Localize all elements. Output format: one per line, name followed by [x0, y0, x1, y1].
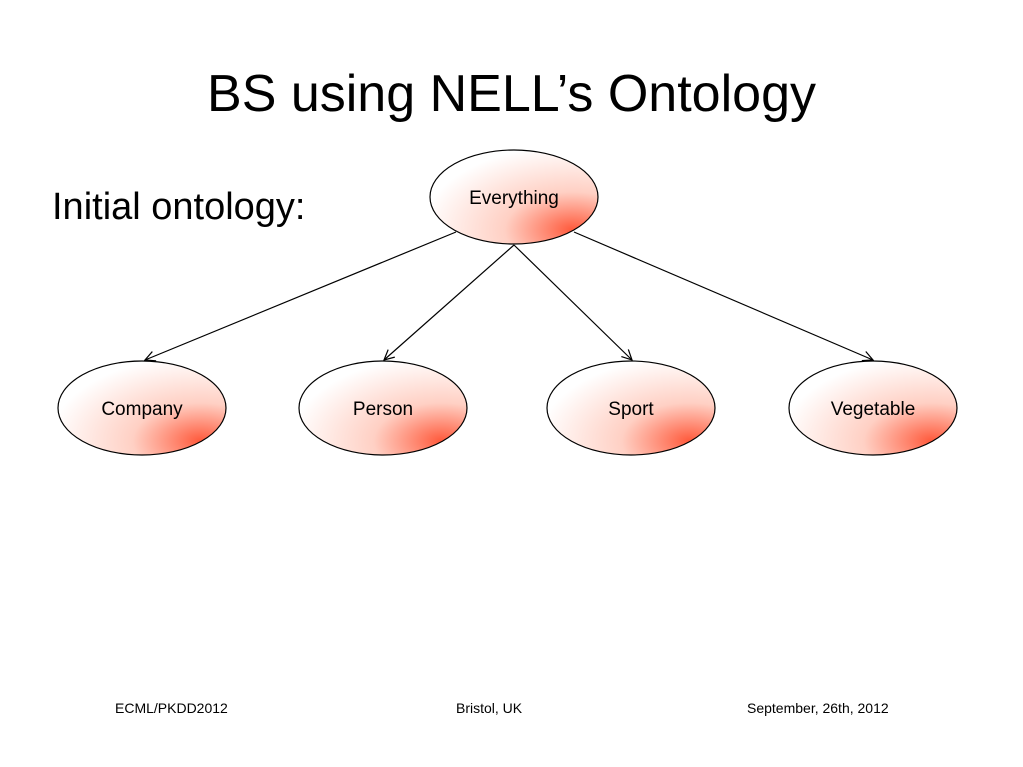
node-vegetable-label: Vegetable: [831, 399, 916, 420]
node-sport: Sport: [546, 360, 716, 456]
node-person: Person: [298, 360, 468, 456]
footer-conference: ECML/PKDD2012: [115, 700, 228, 716]
node-everything-label: Everything: [469, 188, 559, 209]
edge-everything-sport: [513, 244, 632, 360]
slide-title: BS using NELL’s Ontology: [207, 65, 816, 123]
footer-location: Bristol, UK: [456, 700, 523, 716]
node-company: Company: [57, 360, 227, 456]
node-person-label: Person: [353, 399, 413, 420]
node-everything: Everything: [429, 149, 599, 245]
node-sport-label: Sport: [608, 399, 654, 420]
edge-everything-company: [145, 231, 457, 360]
edge-everything-person: [384, 244, 515, 360]
footer-date: September, 26th, 2012: [747, 700, 889, 716]
node-company-label: Company: [101, 399, 183, 420]
edge-everything-vegetable: [573, 231, 873, 360]
node-vegetable: Vegetable: [788, 360, 958, 456]
slide-subheading: Initial ontology:: [52, 186, 306, 228]
